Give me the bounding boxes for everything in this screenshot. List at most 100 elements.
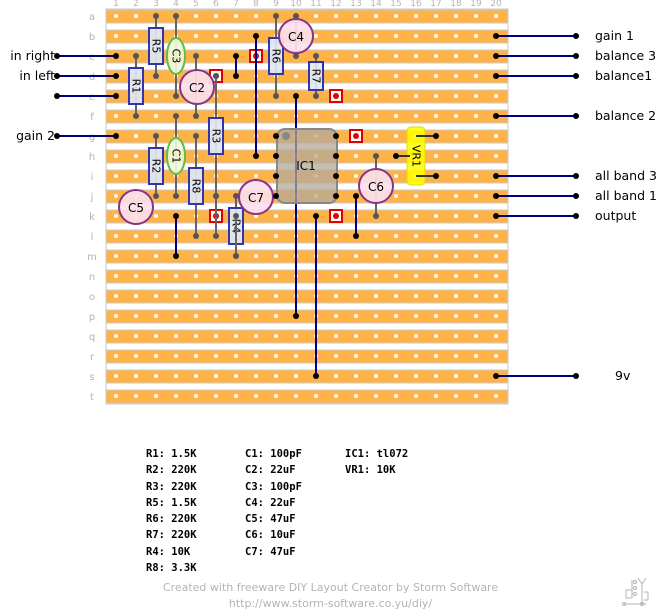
capacitor-label: C3 bbox=[170, 49, 183, 64]
hole bbox=[194, 334, 198, 338]
hole bbox=[474, 134, 478, 138]
potentiometer-label: VR1 bbox=[410, 145, 423, 167]
resistor-label: R7 bbox=[310, 69, 323, 84]
copper-strip bbox=[105, 109, 509, 124]
part-entry: R3: 220K bbox=[146, 480, 197, 493]
hole bbox=[394, 114, 398, 118]
hole bbox=[454, 154, 458, 158]
copper-strip bbox=[105, 289, 509, 304]
ic-label: IC1 bbox=[296, 159, 316, 173]
column-label: 19 bbox=[470, 0, 482, 9]
part-entry: R2: 220K bbox=[146, 464, 197, 477]
hole bbox=[194, 14, 198, 18]
hole bbox=[474, 114, 478, 118]
hole bbox=[494, 94, 498, 98]
connection-label-right: balance 2 bbox=[595, 108, 656, 123]
hole bbox=[274, 354, 278, 358]
hole bbox=[334, 234, 338, 238]
capacitor-label: C2 bbox=[189, 81, 205, 95]
hole bbox=[494, 314, 498, 318]
hole bbox=[254, 14, 258, 18]
hole bbox=[474, 54, 478, 58]
hole bbox=[414, 314, 418, 318]
parts-list-resistors: R1: 1.5K R2: 220K R3: 220K R5: 1.5K R6: … bbox=[146, 446, 197, 576]
hole bbox=[434, 254, 438, 258]
solder-point bbox=[373, 213, 379, 219]
hole bbox=[414, 34, 418, 38]
solder-point bbox=[573, 373, 579, 379]
row-label: o bbox=[89, 292, 95, 303]
hole bbox=[434, 194, 438, 198]
column-label: 20 bbox=[490, 0, 502, 9]
row-label: k bbox=[89, 212, 95, 223]
hole bbox=[214, 254, 218, 258]
hole bbox=[374, 254, 378, 258]
hole bbox=[414, 334, 418, 338]
solder-point bbox=[153, 73, 159, 79]
column-label: 2 bbox=[133, 0, 139, 9]
solder-point bbox=[573, 53, 579, 59]
capacitor-label: C5 bbox=[128, 201, 144, 215]
hole bbox=[474, 154, 478, 158]
hole bbox=[174, 294, 178, 298]
hole bbox=[214, 394, 218, 398]
hole bbox=[354, 254, 358, 258]
solder-point bbox=[113, 93, 119, 99]
solder-point bbox=[493, 213, 499, 219]
solder-point bbox=[493, 113, 499, 119]
hole bbox=[234, 394, 238, 398]
row-label: s bbox=[89, 372, 94, 383]
hole bbox=[154, 314, 158, 318]
resistor-body bbox=[188, 167, 204, 205]
part-entry: R5: 1.5K bbox=[146, 496, 197, 509]
solder-point bbox=[293, 313, 299, 319]
solder-point bbox=[333, 193, 339, 199]
hole bbox=[474, 34, 478, 38]
hole bbox=[474, 214, 478, 218]
row-label: b bbox=[89, 32, 95, 43]
hole bbox=[354, 354, 358, 358]
copper-strip bbox=[105, 9, 509, 24]
hole bbox=[354, 34, 358, 38]
hole bbox=[494, 394, 498, 398]
column-label: 8 bbox=[253, 0, 259, 9]
hole bbox=[154, 94, 158, 98]
electrolytic-capacitor-body bbox=[118, 189, 154, 225]
row-label: n bbox=[89, 272, 95, 283]
hole bbox=[494, 354, 498, 358]
solder-point bbox=[493, 53, 499, 59]
solder-point bbox=[433, 133, 439, 139]
hole bbox=[134, 254, 138, 258]
connection-label-right: gain 1 bbox=[595, 28, 634, 43]
hole bbox=[414, 374, 418, 378]
hole bbox=[394, 94, 398, 98]
solder-point bbox=[153, 133, 159, 139]
hole bbox=[454, 374, 458, 378]
hole bbox=[314, 114, 318, 118]
footer-url: http://www.storm-software.co.yu/diy/ bbox=[228, 597, 433, 610]
hole bbox=[474, 274, 478, 278]
hole bbox=[434, 374, 438, 378]
hole bbox=[114, 14, 118, 18]
solder-point bbox=[573, 73, 579, 79]
hole bbox=[454, 214, 458, 218]
hole bbox=[214, 274, 218, 278]
hole bbox=[154, 334, 158, 338]
hole bbox=[234, 374, 238, 378]
hole bbox=[174, 374, 178, 378]
hole bbox=[434, 234, 438, 238]
solder-point bbox=[173, 213, 179, 219]
solder-point bbox=[133, 113, 139, 119]
solder-point bbox=[233, 193, 239, 199]
hole bbox=[174, 354, 178, 358]
hole bbox=[274, 274, 278, 278]
solder-point bbox=[113, 73, 119, 79]
ic-pin1-marker bbox=[282, 132, 290, 140]
solder-point bbox=[113, 53, 119, 59]
hole bbox=[474, 334, 478, 338]
solder-point bbox=[113, 133, 119, 139]
ic-body bbox=[276, 128, 338, 204]
capacitor-label: C1 bbox=[170, 149, 183, 164]
row-label: c bbox=[89, 52, 95, 63]
part-entry: C1: 100pF bbox=[245, 448, 302, 460]
